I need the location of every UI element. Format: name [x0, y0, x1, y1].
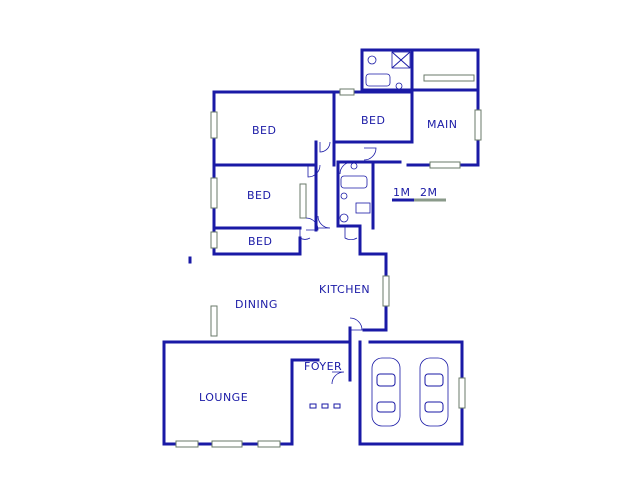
toilet-icon-2 [350, 162, 358, 170]
room-label-bed-3: BED [247, 189, 271, 202]
room-label-bed-2: BED [361, 114, 385, 127]
bathtub-icon [365, 73, 391, 87]
doors [299, 141, 377, 385]
room-label-lounge: LOUNGE [199, 391, 248, 404]
scale-label-1m: 1M [393, 186, 411, 199]
room-label-main: MAIN [427, 118, 458, 131]
room-labels: BED BED MAIN BED BED KITCHEN DINING FOYE… [199, 114, 458, 404]
vanity-icon [355, 202, 371, 214]
toilet-icon-3 [339, 213, 349, 223]
windows [175, 74, 482, 448]
scale-label-2m: 2M [420, 186, 438, 199]
room-label-kitchen: KITCHEN [319, 283, 370, 296]
basin-icon-2 [340, 192, 348, 200]
fixtures [339, 51, 411, 223]
garage-cars [371, 357, 449, 427]
entrance-steps [309, 403, 341, 409]
walls [162, 48, 480, 446]
toilet-icon [367, 55, 377, 65]
car-icon-2 [419, 357, 449, 427]
bathtub-icon-2 [340, 175, 368, 189]
room-label-foyer: FOYER [304, 360, 342, 373]
car-icon [371, 357, 401, 427]
room-label-bed-4: BED [248, 235, 272, 248]
scale-bar: 1M 2M [392, 186, 446, 202]
room-label-bed-1: BED [252, 124, 276, 137]
room-label-dining: DINING [235, 298, 278, 311]
basin-icon [395, 82, 403, 90]
